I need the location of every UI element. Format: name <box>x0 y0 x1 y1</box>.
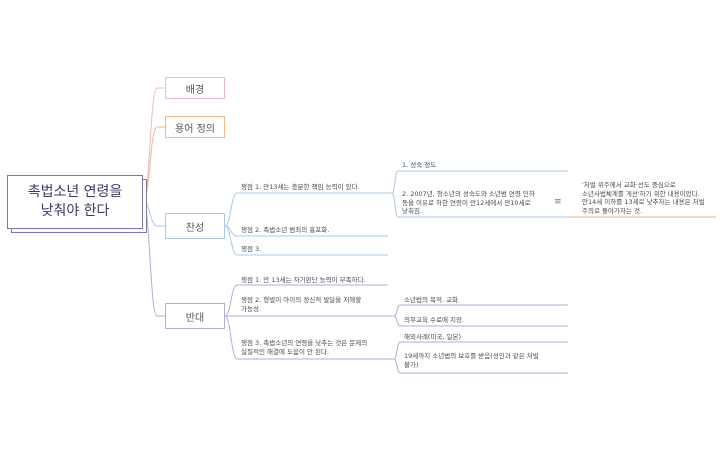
branch-con[interactable]: 반대 <box>165 303 225 329</box>
note-icon[interactable]: ≡ <box>554 197 562 207</box>
branch-terms[interactable]: 용어 정의 <box>165 116 225 138</box>
root-node[interactable]: 촉법소년 연령을 낮춰야 한다 <box>7 175 143 229</box>
con-point-3[interactable]: 쟁점 3. 촉법소년의 연령을 낮추는 것은 문제의 실질적인 해결에 도움이 … <box>241 339 368 356</box>
con-point-2-child-1[interactable]: 소년법의 목적. 교화. <box>404 296 461 304</box>
con-point-2[interactable]: 쟁점 2. 형벌이 아이의 정신적 발달을 저해할 가능성. <box>241 296 362 313</box>
pro-point-1[interactable]: 쟁점 1. 만13세는 충분한 책임 능력이 있다. <box>241 183 360 191</box>
pro-point-1-child-2[interactable]: 2. 2007년, 청소년의 성숙도와 소년범 연령 인하 등을 이유로 하한 … <box>402 190 535 215</box>
con-point-1[interactable]: 쟁점 1. 만 13세는 자기판단 능력이 부족하다. <box>241 276 366 284</box>
branch-pro[interactable]: 찬성 <box>165 213 225 239</box>
con-point-3-child-1[interactable]: 해외사례(미국, 일본) <box>404 333 462 341</box>
pro-point-1-child-1[interactable]: 1. 성숙 정도 <box>402 161 437 169</box>
con-point-3-child-2[interactable]: 19세까지 소년법의 보호를 받음(성인과 같은 처벌 불가) <box>404 352 539 369</box>
con-point-2-child-2[interactable]: 의무교육 수료에 지장. <box>404 316 465 324</box>
pro-point-3[interactable]: 쟁점 3. <box>241 245 262 253</box>
pro-point-2[interactable]: 쟁점 2. 촉법소년 범죄의 흉포화. <box>241 226 330 234</box>
branch-background[interactable]: 배경 <box>165 77 225 99</box>
pro-point-1-note[interactable]: '처벌 위주에서 교화·선도 중심으로 소년사법체계를 개선'하기 위한 내용이… <box>582 181 705 215</box>
